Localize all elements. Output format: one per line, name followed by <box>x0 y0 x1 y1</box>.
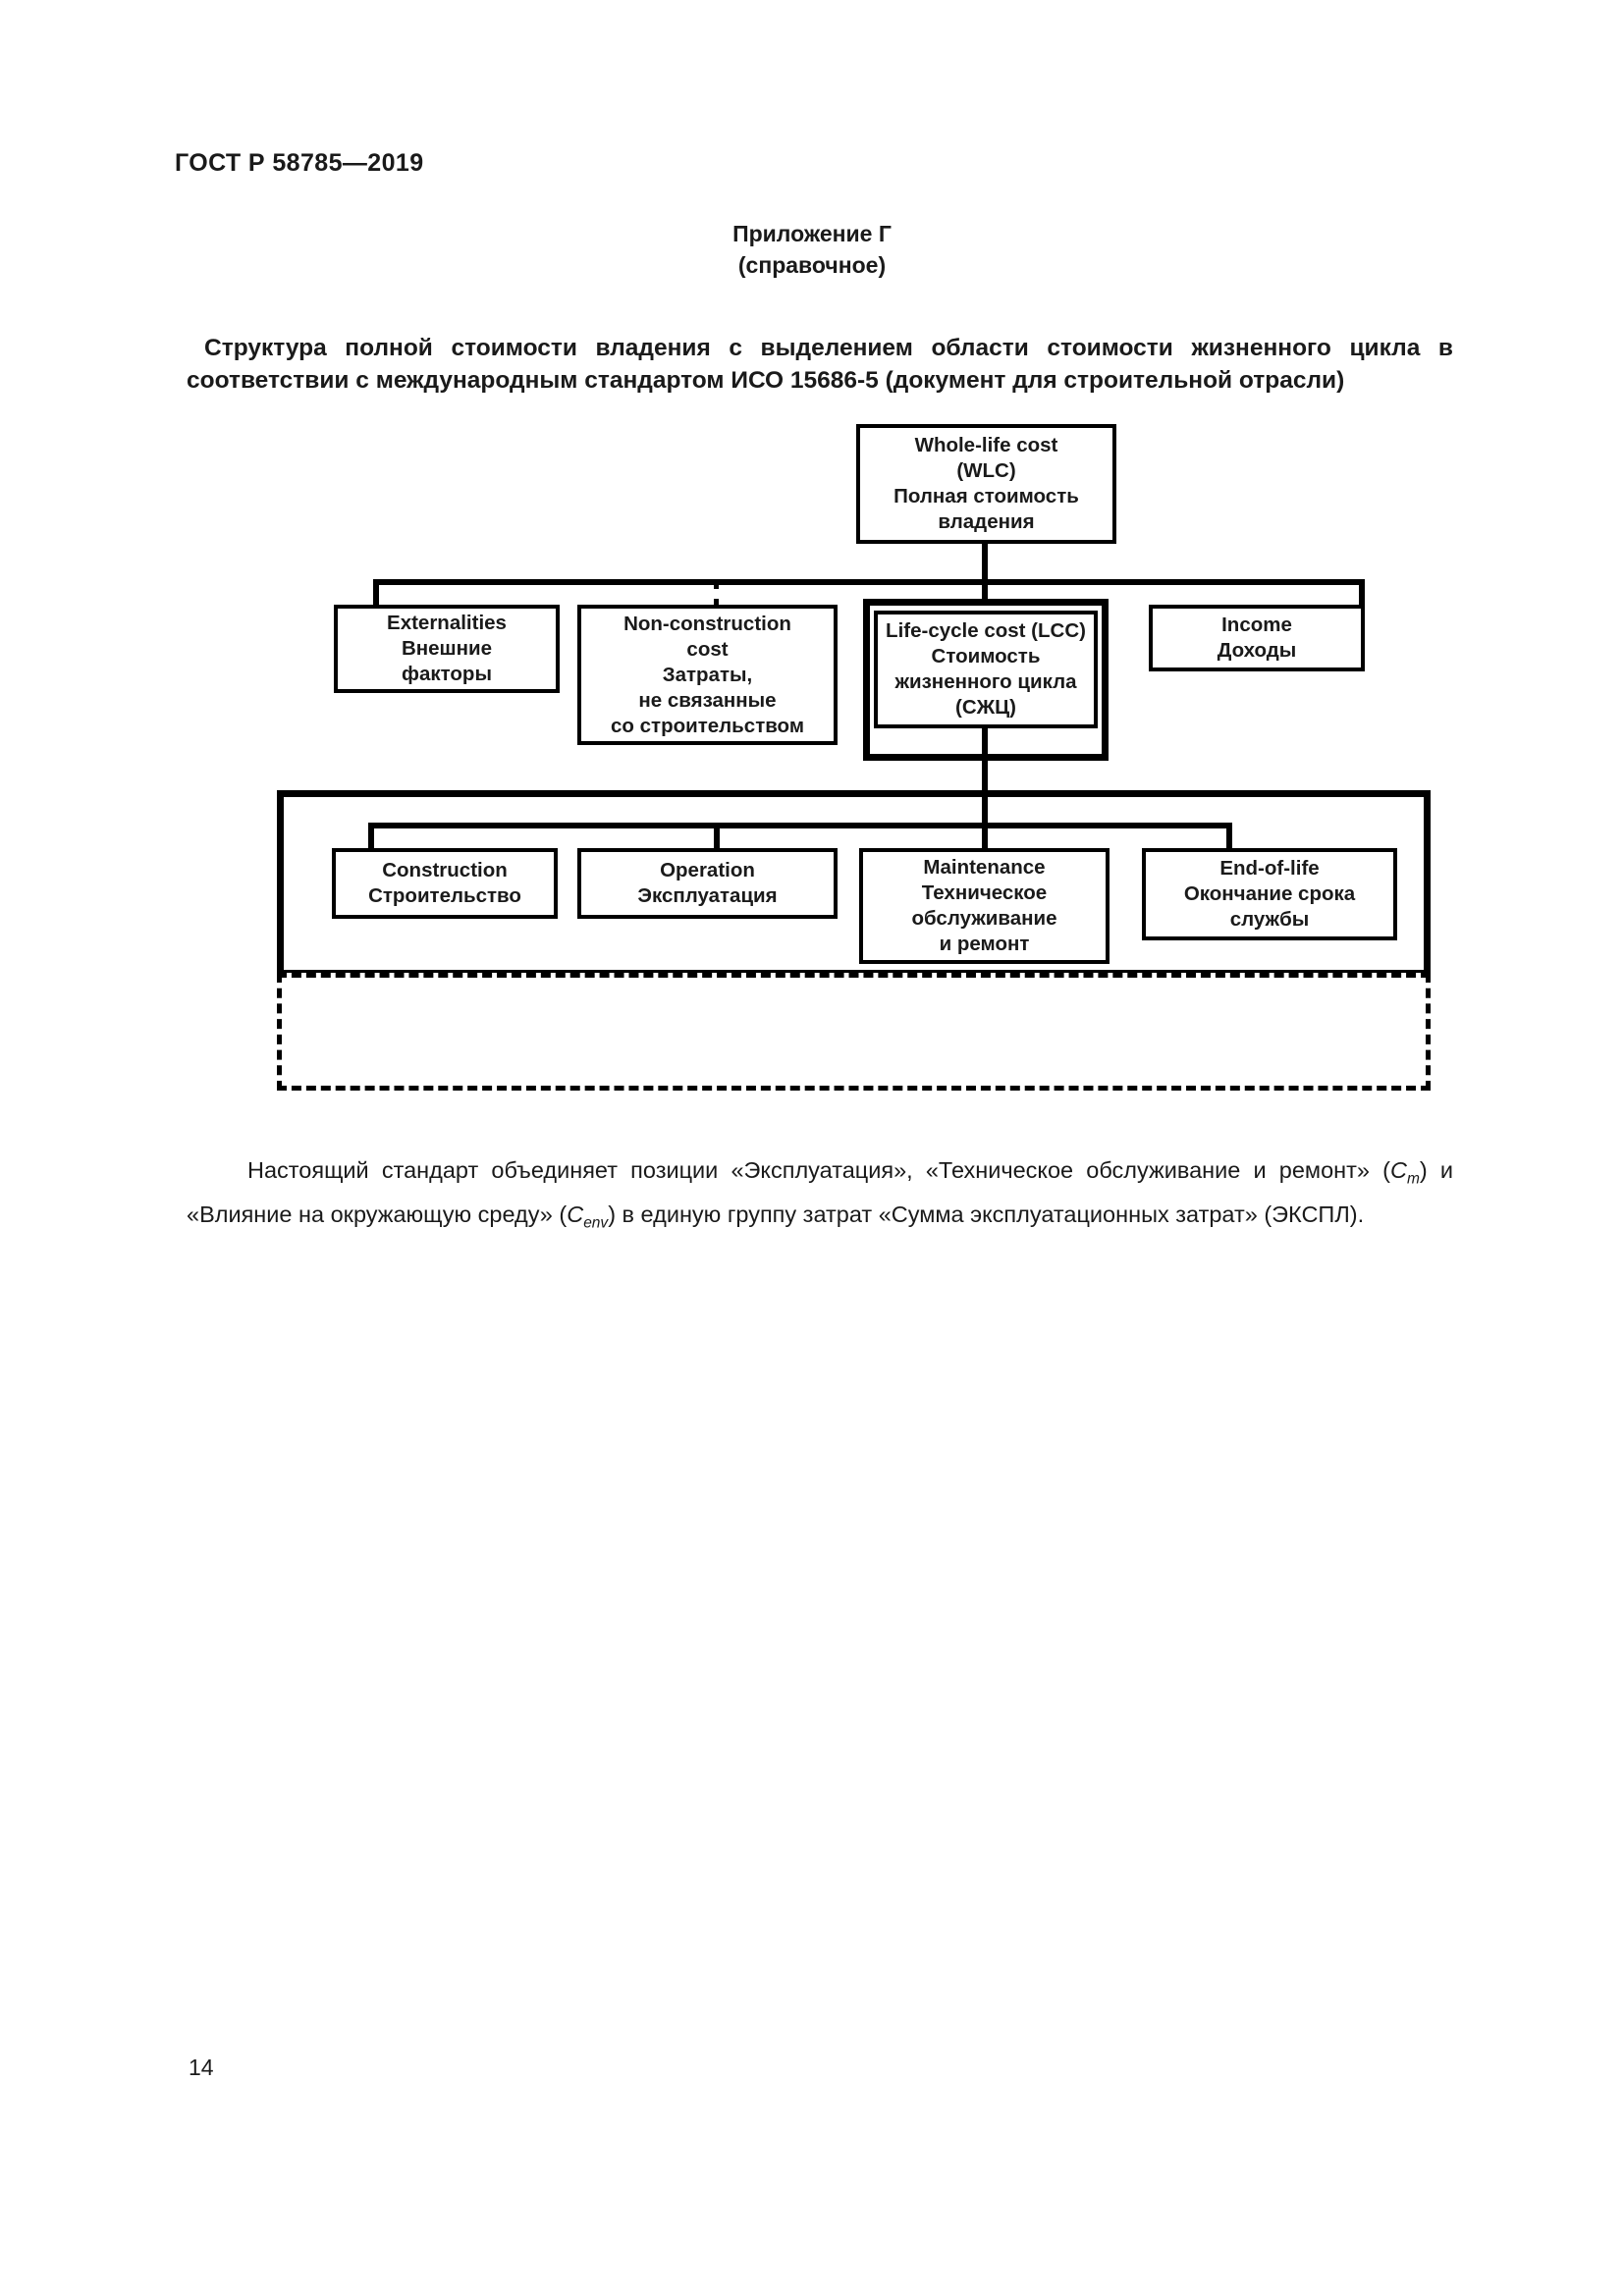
diagram-node-externalities-label: Externalities Внешние факторы <box>387 612 507 685</box>
diagram-node-end-of-life[interactable]: End-of-life Окончание срока службы <box>1142 848 1397 940</box>
symbol-cenv-subscript: env <box>583 1214 609 1232</box>
connector-drop-operation <box>714 823 720 852</box>
diagram-node-end-of-life-label: End-of-life Окончание срока службы <box>1183 857 1356 931</box>
connector-drop-life-cycle-cost <box>982 579 988 601</box>
diagram-node-maintenance-label: Maintenance Техническое обслуживание и р… <box>911 856 1057 955</box>
appendix-heading: Приложение Г (справочное) <box>0 218 1624 281</box>
running-header-standard-code: ГОСТ Р 58785—2019 <box>175 149 424 177</box>
connector-level3-bus <box>368 823 1232 828</box>
diagram-node-whole-life-cost-label: Whole-life cost (WLC) Полная стоимость в… <box>893 434 1079 533</box>
diagram-node-non-construction-cost-label: Non-construction cost Затраты, не связан… <box>611 612 804 737</box>
symbol-cm-subscript: m <box>1406 1170 1420 1188</box>
diagram-node-operation[interactable]: Operation Эксплуатация <box>577 848 838 919</box>
symbol-cenv-base: C <box>567 1201 584 1228</box>
connector-drop-construction <box>368 823 374 852</box>
connector-drop-income <box>1359 579 1365 607</box>
diagram-node-income[interactable]: Income Доходы <box>1149 605 1365 671</box>
connector-level2-bus <box>373 579 1365 585</box>
diagram-node-income-label: Income Доходы <box>1217 614 1297 662</box>
connector-drop-end-of-life <box>1226 823 1232 852</box>
body-paragraph: Настоящий стандарт объединяет позиции «Э… <box>187 1152 1453 1242</box>
body-paragraph-part1: Настоящий стандарт объединяет позиции «Э… <box>247 1156 1390 1183</box>
appendix-subtitle: (справочное) <box>737 252 887 278</box>
body-paragraph-part2: ) и «Влияние на окружающую среду» ( <box>187 1156 1453 1228</box>
body-paragraph-part3: ) в единую группу затрат «Сумма эксплуат… <box>608 1201 1365 1228</box>
diagram-node-whole-life-cost[interactable]: Whole-life cost (WLC) Полная стоимость в… <box>856 424 1116 544</box>
appendix-title: Приложение Г <box>732 221 892 246</box>
connector-drop-non-construction-dashed <box>714 579 719 609</box>
diagram-node-externalities[interactable]: Externalities Внешние факторы <box>334 605 560 693</box>
page-number: 14 <box>189 2055 214 2080</box>
diagram-dashed-region <box>277 973 1431 1091</box>
diagram-node-operation-label: Operation Эксплуатация <box>637 859 778 907</box>
diagram-node-life-cycle-cost-label: Life-cycle cost (LCC) Стоимость жизненно… <box>886 619 1086 719</box>
connector-drop-externalities <box>373 579 379 607</box>
diagram-node-non-construction-cost[interactable]: Non-construction cost Затраты, не связан… <box>577 605 838 745</box>
diagram-node-construction-label: Construction Строительство <box>368 859 521 907</box>
symbol-cm-base: C <box>1389 1156 1407 1183</box>
diagram-node-life-cycle-cost[interactable]: Life-cycle cost (LCC) Стоимость жизненно… <box>874 611 1098 728</box>
connector-root-stem <box>982 544 988 583</box>
page-title: Структура полной стоимости владения с вы… <box>187 335 1453 394</box>
diagram-node-construction[interactable]: Construction Строительство <box>332 848 558 919</box>
connector-lcc-to-group <box>982 728 988 797</box>
connector-drop-maintenance <box>982 797 988 852</box>
diagram-node-maintenance[interactable]: Maintenance Техническое обслуживание и р… <box>859 848 1110 964</box>
